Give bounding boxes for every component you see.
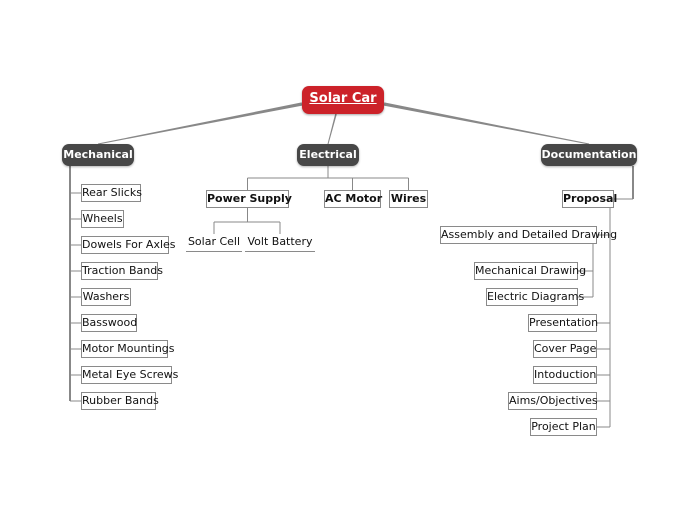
- leaf-traction-bands[interactable]: Traction Bands: [81, 262, 163, 280]
- leaf-rubber-bands[interactable]: Rubber Bands: [81, 392, 159, 410]
- leaf-presentation[interactable]: Presentation: [528, 314, 598, 332]
- leaf-ac-motor[interactable]: AC Motor: [324, 190, 382, 208]
- leaf-volt-battery[interactable]: Volt Battery: [245, 234, 315, 252]
- leaf-cover-page[interactable]: Cover Page: [533, 340, 597, 358]
- leaf-intoduction[interactable]: Intoduction: [533, 366, 597, 384]
- leaf-solar-cell[interactable]: Solar Cell: [186, 234, 242, 252]
- leaf-washers[interactable]: Washers: [81, 288, 131, 306]
- leaf-basswood[interactable]: Basswood: [81, 314, 137, 332]
- leaf-motor-mountings[interactable]: Motor Mountings: [81, 340, 175, 358]
- leaf-rear-slicks[interactable]: Rear Slicks: [81, 184, 142, 202]
- root-node-solar-car[interactable]: Solar Car: [302, 86, 384, 114]
- root-to-documentation: [383, 102, 590, 145]
- branch-node-documentation[interactable]: Documentation: [541, 144, 637, 166]
- leaf-dowels-for-axles[interactable]: Dowels For Axles: [81, 236, 176, 254]
- leaf-project-plan[interactable]: Project Plan: [530, 418, 597, 436]
- leaf-proposal[interactable]: Proposal: [562, 190, 617, 208]
- leaf-wires[interactable]: Wires: [389, 190, 428, 208]
- leaf-aims-objectives[interactable]: Aims/Objectives: [508, 392, 598, 410]
- leaf-metal-eye-screws[interactable]: Metal Eye Screws: [81, 366, 178, 384]
- branch-node-mechanical[interactable]: Mechanical: [62, 144, 134, 166]
- leaf-power-supply[interactable]: Power Supply: [206, 190, 292, 208]
- leaf-electric-diagrams[interactable]: Electric Diagrams: [486, 288, 584, 306]
- leaf-assembly-and-detailed-drawing[interactable]: Assembly and Detailed Drawing: [440, 226, 617, 244]
- root-to-electrical: [327, 113, 337, 145]
- leaf-mechanical-drawing[interactable]: Mechanical Drawing: [474, 262, 586, 280]
- leaf-wheels[interactable]: Wheels: [81, 210, 124, 228]
- root-to-mechanical: [97, 102, 303, 145]
- branch-node-electrical[interactable]: Electrical: [297, 144, 359, 166]
